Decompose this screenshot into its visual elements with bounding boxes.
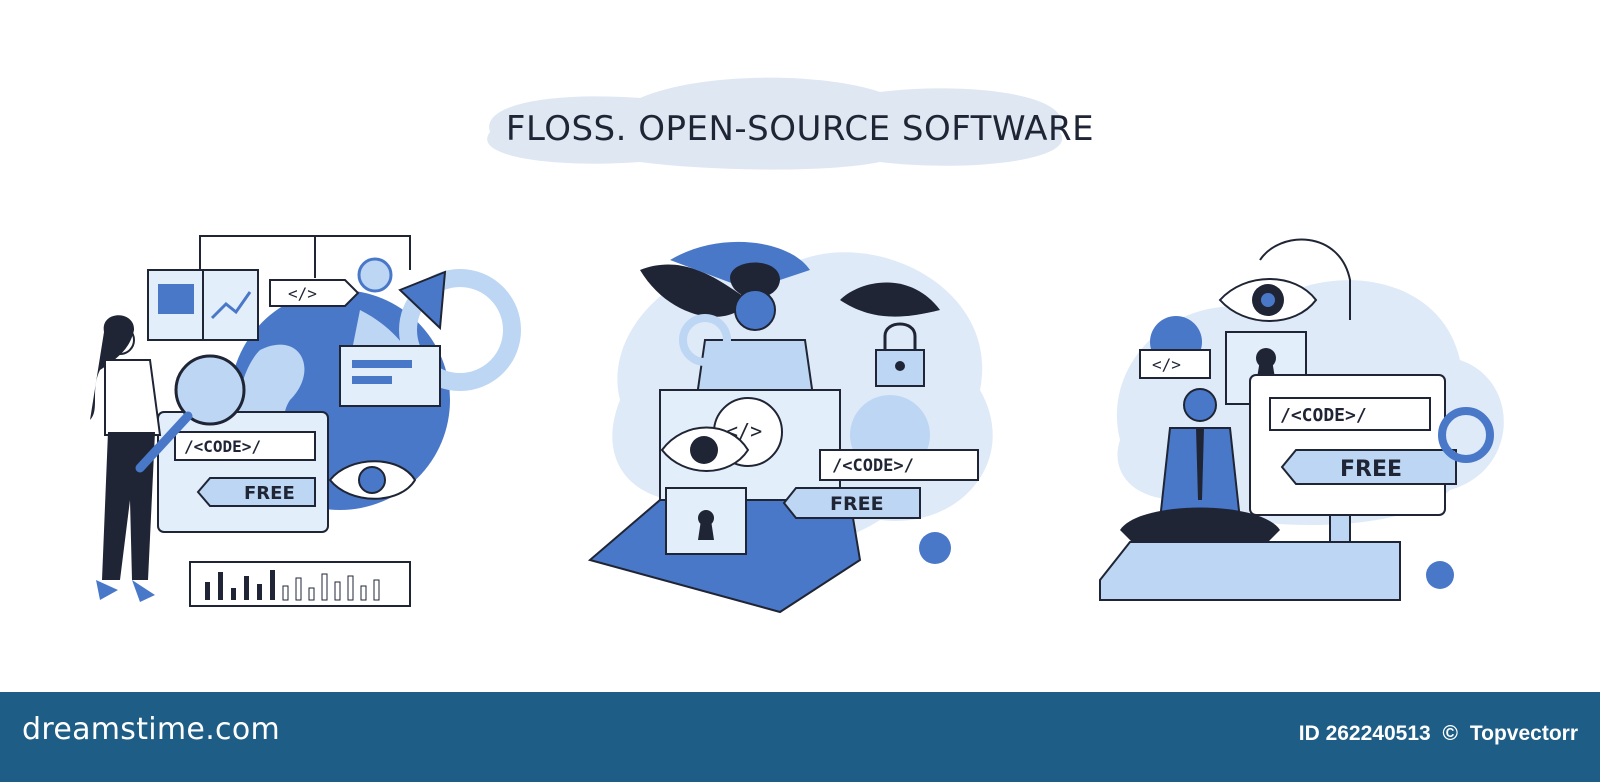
lock-icon (875, 322, 925, 387)
code-banner-label: /<CODE>/ (184, 437, 261, 456)
eye-icon (328, 460, 417, 500)
equalizer-icon (189, 561, 411, 607)
eye-icon (1218, 278, 1318, 322)
brand-logo[interactable]: dreamstime.com (22, 712, 280, 747)
free-banner: FREE (196, 477, 316, 507)
title-cloud-shape (487, 77, 1063, 170)
footer-bar: dreamstime.com ID 262240513 © Topvectorr (0, 692, 1600, 782)
gear-icon-right (1438, 407, 1494, 463)
code-tag-label: </> (288, 284, 317, 303)
code-banner-label: /<CODE>/ (1280, 405, 1367, 426)
scene-laptop-code: </> /<CODE>/ FREE (580, 200, 1020, 620)
page-title: FLOSS. OPEN-SOURCE SOFTWARE (505, 108, 1095, 149)
free-banner: FREE (1280, 449, 1457, 485)
code-tag-icon: </> (269, 279, 360, 307)
book-icon (147, 269, 259, 341)
illustration-stage: FLOSS. OPEN-SOURCE SOFTWARE </> (60, 62, 1520, 620)
gear-icon (679, 314, 731, 366)
gear-icon-small (919, 532, 951, 564)
scene-1-art: </> /<CODE>/ FREE (90, 235, 521, 607)
keyhole-book-icon (665, 487, 747, 555)
code-tag-icon: </> (1139, 349, 1211, 379)
code-banner: /<CODE>/ (819, 449, 979, 481)
eye-icon (660, 426, 750, 472)
scene-3-art: </> /<CODE>/ FREE (1099, 238, 1504, 601)
code-banner: /<CODE>/ (1269, 397, 1431, 431)
free-banner: FREE (782, 487, 921, 519)
copyright-symbol: © (1442, 722, 1459, 745)
magnifier-icon (135, 354, 246, 473)
man-figure (1120, 388, 1280, 550)
code-banner-label: /<CODE>/ (832, 456, 914, 476)
scene-search-code: </> /<CODE>/ FREE (60, 200, 521, 620)
free-banner-label: FREE (1340, 457, 1402, 482)
scene-2-art: </> /<CODE>/ FREE (587, 241, 993, 614)
image-credit: ID 262240513 © Topvectorr (1293, 722, 1578, 746)
title-block: FLOSS. OPEN-SOURCE SOFTWARE (440, 62, 1160, 172)
image-id: ID 262240513 (1298, 722, 1431, 745)
author-name[interactable]: Topvectorr (1469, 722, 1578, 745)
free-banner-label: FREE (830, 493, 884, 515)
scene-meditate-code: </> /<CODE>/ FREE (1099, 200, 1520, 620)
code-banner: /<CODE>/ (174, 431, 316, 461)
gear-icon-small (1426, 561, 1454, 589)
free-banner-label: FREE (244, 483, 295, 504)
gear-icon (357, 257, 393, 293)
code-tag-label: </> (1152, 355, 1181, 374)
